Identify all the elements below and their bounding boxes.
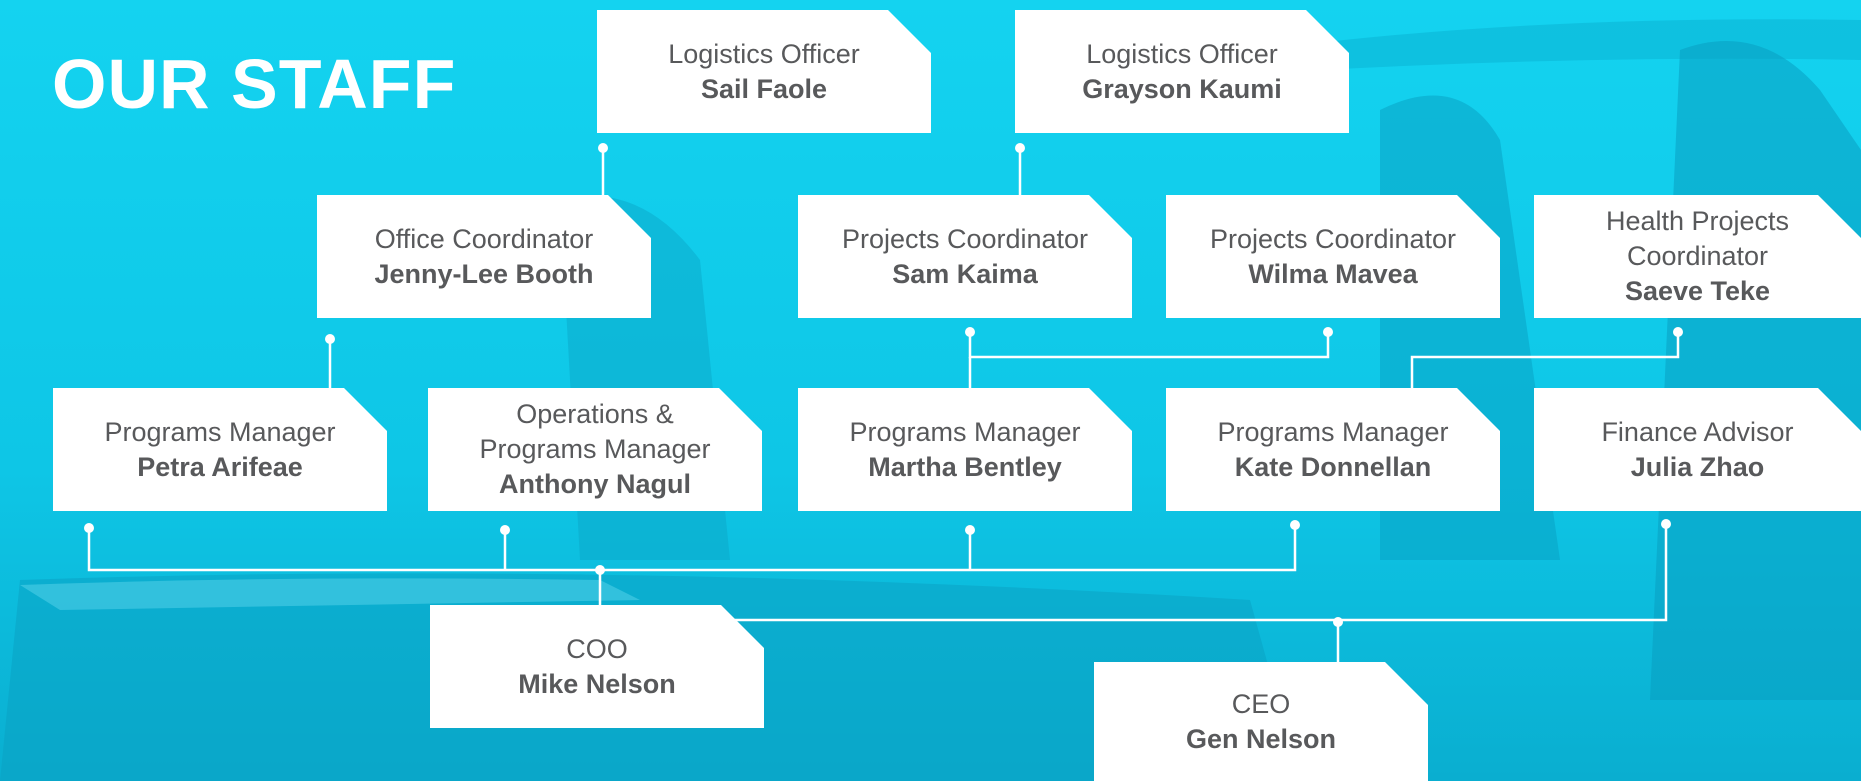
staff-role-line-1: Operations & bbox=[516, 399, 674, 429]
staff-name: Mike Nelson bbox=[518, 668, 676, 699]
page-title: OUR STAFF bbox=[52, 45, 457, 123]
staff-card-programs-manager-1: Programs Manager Petra Arifeae bbox=[53, 388, 387, 511]
staff-name: Grayson Kaumi bbox=[1082, 73, 1282, 104]
staff-role: Logistics Officer bbox=[668, 38, 860, 69]
staff-name: Gen Nelson bbox=[1185, 723, 1337, 754]
staff-name: Jenny-Lee Booth bbox=[374, 258, 594, 289]
staff-role: Programs Manager bbox=[849, 416, 1081, 447]
staff-role-line-1: Health Projects bbox=[1605, 206, 1790, 236]
staff-card-programs-manager-2: Programs Manager Martha Bentley bbox=[798, 388, 1132, 511]
staff-card-operations-programs-manager: Operations & Programs Manager Anthony Na… bbox=[428, 388, 762, 511]
staff-role: COO bbox=[566, 633, 628, 664]
staff-card-coo: COO Mike Nelson bbox=[430, 605, 764, 728]
staff-name: Anthony Nagul bbox=[499, 469, 691, 499]
staff-card-office-coordinator: Office Coordinator Jenny-Lee Booth bbox=[317, 195, 651, 318]
staff-card-projects-coordinator-1: Projects Coordinator Sam Kaima bbox=[798, 195, 1132, 318]
staff-card-programs-manager-3: Programs Manager Kate Donnellan bbox=[1166, 388, 1500, 511]
staff-role: Finance Advisor bbox=[1601, 416, 1794, 447]
staff-card-health-projects-coordinator: Health Projects Coordinator Saeve Teke bbox=[1534, 195, 1861, 318]
staff-name: Julia Zhao bbox=[1630, 451, 1765, 482]
staff-name: Kate Donnellan bbox=[1234, 451, 1432, 482]
staff-role: Office Coordinator bbox=[374, 223, 594, 254]
staff-card-logistics-officer-1: Logistics Officer Sail Faole bbox=[597, 10, 931, 133]
staff-name: Saeve Teke bbox=[1624, 276, 1771, 306]
staff-role: Logistics Officer bbox=[1086, 38, 1278, 69]
staff-card-ceo: CEO Gen Nelson bbox=[1094, 662, 1428, 781]
staff-role: Projects Coordinator bbox=[1209, 223, 1457, 254]
staff-card-finance-advisor: Finance Advisor Julia Zhao bbox=[1534, 388, 1861, 511]
staff-name: Petra Arifeae bbox=[137, 451, 303, 482]
staff-role-line-2: Programs Manager bbox=[479, 434, 711, 464]
staff-role: CEO bbox=[1231, 688, 1291, 719]
staff-name: Sam Kaima bbox=[892, 258, 1038, 289]
staff-name: Wilma Mavea bbox=[1248, 258, 1418, 289]
staff-role: Projects Coordinator bbox=[841, 223, 1089, 254]
staff-role: Programs Manager bbox=[104, 416, 336, 447]
staff-card-logistics-officer-2: Logistics Officer Grayson Kaumi bbox=[1015, 10, 1349, 133]
staff-role-line-2: Coordinator bbox=[1626, 241, 1769, 271]
staff-card-projects-coordinator-2: Projects Coordinator Wilma Mavea bbox=[1166, 195, 1500, 318]
staff-name: Martha Bentley bbox=[868, 451, 1062, 482]
staff-role: Programs Manager bbox=[1217, 416, 1449, 447]
staff-name: Sail Faole bbox=[700, 73, 828, 104]
